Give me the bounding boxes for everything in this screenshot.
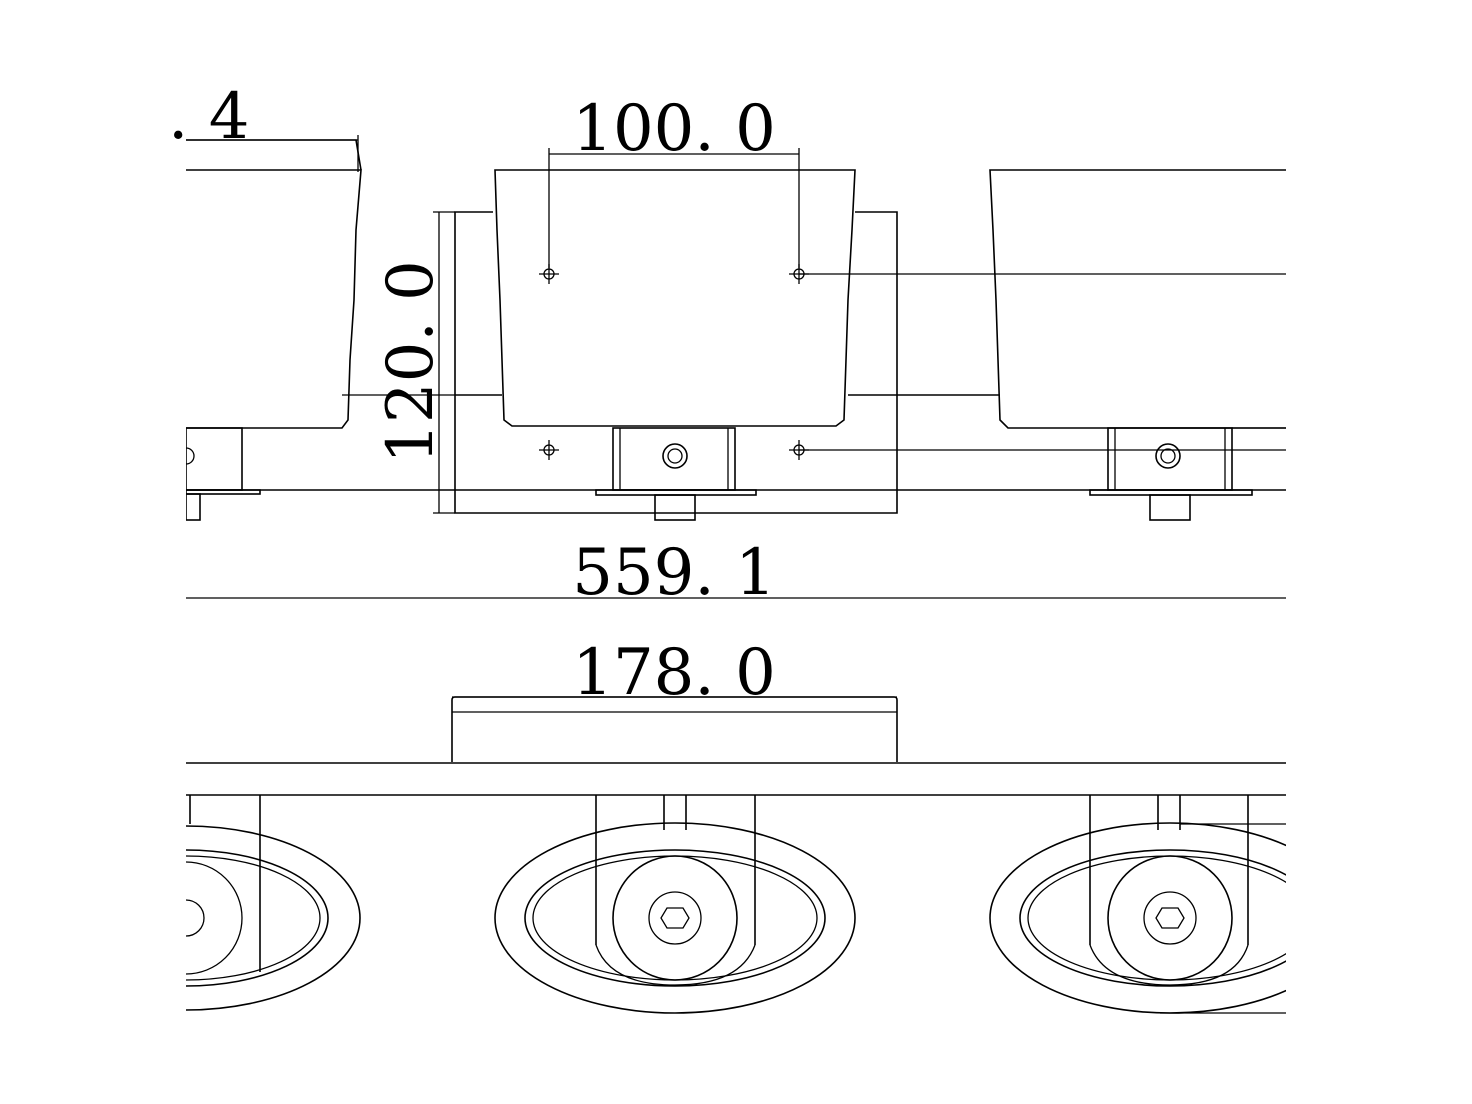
middle-pot-front — [454, 169, 1000, 521]
right-pot-front — [989, 169, 1286, 521]
dimension-label-overall-length: 559. 1 — [572, 536, 776, 610]
left-pot-plan — [186, 795, 361, 1011]
middle-pot-plan — [494, 795, 856, 1014]
dimension-label-hole-spacing: 100. 0 — [572, 92, 776, 166]
left-pot-front — [186, 139, 362, 521]
right-pot-plan — [989, 795, 1286, 1014]
dimension-label-plate-width: 178. 0 — [572, 636, 776, 710]
dimension-label-height: 120. 0 — [374, 260, 448, 464]
dimension-partial — [186, 135, 359, 172]
dimension-label-partial: . 4 — [168, 80, 249, 154]
dimension-100 — [548, 148, 800, 268]
front-view — [186, 139, 1286, 521]
dimension-120 — [433, 211, 455, 514]
plan-view — [186, 696, 1286, 1014]
hole-marker — [539, 440, 559, 460]
